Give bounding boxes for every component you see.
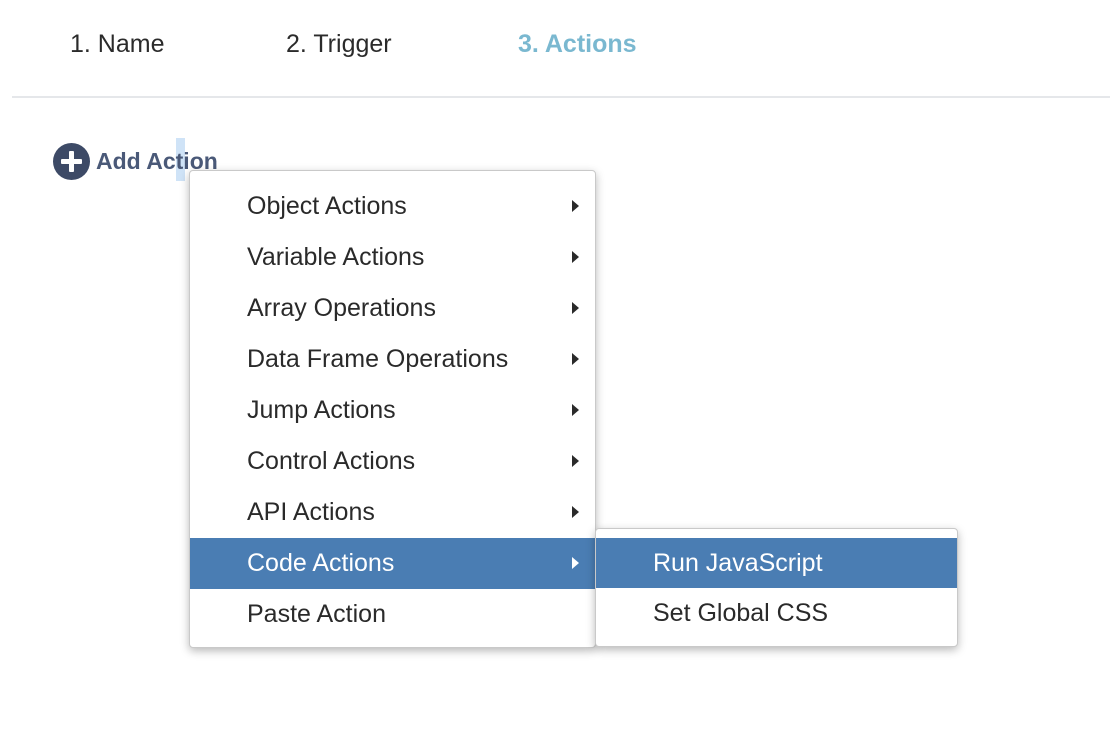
menu-item-label: Object Actions [247, 192, 407, 220]
text-selection-caret [176, 138, 185, 181]
chevron-right-icon [572, 506, 579, 518]
menu-item-label: Paste Action [247, 600, 386, 628]
chevron-right-icon [572, 455, 579, 467]
add-action-button[interactable]: Add Action [53, 142, 218, 180]
step-actions-tab[interactable]: 3. Actions [518, 30, 637, 58]
menu-item-run-javascript[interactable]: Run JavaScript [596, 538, 957, 588]
menu-item-label: Array Operations [247, 294, 436, 322]
step-name-tab[interactable]: 1. Name [70, 30, 165, 58]
add-action-label[interactable]: Add Action [96, 147, 218, 174]
menu-item-control-actions[interactable]: Control Actions [190, 436, 595, 487]
code-actions-submenu: Run JavaScript Set Global CSS [595, 528, 958, 647]
menu-item-object-actions[interactable]: Object Actions [190, 181, 595, 232]
chevron-right-icon [572, 302, 579, 314]
menu-item-label: Jump Actions [247, 396, 396, 424]
menu-item-label: Data Frame Operations [247, 345, 509, 373]
menu-item-label: Code Actions [247, 549, 395, 577]
step-trigger-tab[interactable]: 2. Trigger [286, 30, 392, 58]
menu-item-label: API Actions [247, 498, 375, 526]
menu-item-array-operations[interactable]: Array Operations [190, 283, 595, 334]
chevron-right-icon [572, 557, 579, 569]
menu-item-data-frame-operations[interactable]: Data Frame Operations [190, 334, 595, 385]
chevron-right-icon [572, 251, 579, 263]
menu-item-code-actions[interactable]: Code Actions [190, 538, 595, 589]
menu-item-label: Control Actions [247, 447, 416, 475]
menu-item-jump-actions[interactable]: Jump Actions [190, 385, 595, 436]
menu-item-label: Variable Actions [247, 243, 425, 271]
chevron-right-icon [572, 200, 579, 212]
chevron-right-icon [572, 353, 579, 365]
menu-item-label: Run JavaScript [653, 549, 823, 577]
plus-circle-icon[interactable] [53, 142, 90, 180]
wizard-steps: 1. Name 2. Trigger 3. Actions [0, 0, 1110, 96]
menu-item-variable-actions[interactable]: Variable Actions [190, 232, 595, 283]
add-action-menu: Object Actions Variable Actions Array Op… [189, 170, 596, 648]
steps-divider [12, 96, 1110, 98]
menu-item-set-global-css[interactable]: Set Global CSS [596, 588, 957, 638]
menu-item-paste-action[interactable]: Paste Action [190, 589, 595, 640]
menu-item-label: Set Global CSS [653, 599, 829, 627]
chevron-right-icon [572, 404, 579, 416]
menu-item-api-actions[interactable]: API Actions [190, 487, 595, 538]
